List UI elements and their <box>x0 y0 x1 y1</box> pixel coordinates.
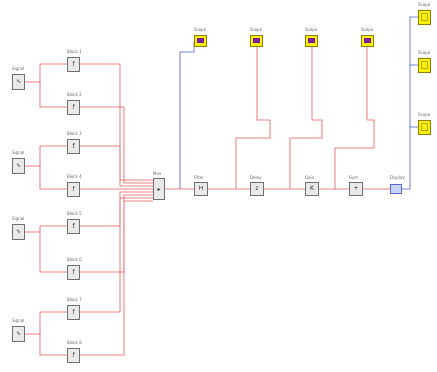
connection-lines <box>25 16 418 356</box>
stage1-label-3: Block 3 <box>67 131 82 136</box>
sine-wave-source-icon: ∿ <box>15 330 22 337</box>
source-wire <box>25 145 67 167</box>
yellow-scope-1[interactable] <box>418 10 431 25</box>
stage1-block-5[interactable]: f <box>67 219 80 234</box>
purple-scope-1[interactable] <box>194 35 207 47</box>
stage1-label-8: Block 8 <box>67 340 82 345</box>
chain-block-3[interactable]: K <box>305 182 319 196</box>
source-label-3: Signal <box>12 216 25 221</box>
mux-label: Mux <box>153 171 162 176</box>
source-block-1[interactable]: ∿ <box>12 74 25 90</box>
source-wire <box>25 63 67 83</box>
chain-label-2: Delay <box>250 175 262 180</box>
function-icon: f <box>72 268 75 276</box>
stage1-wire <box>80 194 153 273</box>
source-wire <box>39 334 67 356</box>
stage1-wire <box>80 197 153 313</box>
stage1-block-6[interactable]: f <box>67 265 80 280</box>
scope-screen-icon <box>421 123 428 131</box>
filter-icon: H <box>198 185 204 192</box>
scope-screen-icon <box>308 38 315 43</box>
function-icon: f <box>72 351 75 359</box>
scope-screen-icon <box>421 61 428 69</box>
yellow-scope-label-1: Scope <box>418 2 431 7</box>
source-wire <box>39 82 67 108</box>
source-label-4: Signal <box>12 318 25 323</box>
mux-block[interactable]: ▸ <box>153 178 165 200</box>
stage1-label-6: Block 6 <box>67 257 82 262</box>
source-wire <box>25 225 67 233</box>
stage1-wire <box>80 145 153 187</box>
stage1-wire <box>80 63 153 181</box>
purple-scope-4[interactable] <box>361 35 374 47</box>
yellow-scope-label-2: Scope <box>418 50 431 55</box>
function-icon: f <box>72 222 75 230</box>
purple-scope-label-3: Scope <box>305 27 318 32</box>
stage1-block-2[interactable]: f <box>67 100 80 115</box>
stage1-label-7: Block 7 <box>67 297 82 302</box>
scope-tap-wire <box>235 47 271 189</box>
stage1-block-1[interactable]: f <box>67 57 80 72</box>
function-icon: f <box>72 142 75 150</box>
source-block-4[interactable]: ∿ <box>12 326 25 342</box>
stage1-wire <box>80 191 153 227</box>
yellow-scope-3[interactable] <box>418 120 431 135</box>
purple-scope-label-2: Scope <box>250 27 263 32</box>
yellow-scope-label-3: Scope <box>418 112 431 117</box>
scope-tap-wire <box>334 47 375 189</box>
scope-screen-icon <box>421 13 428 21</box>
chain-block-2[interactable]: z <box>250 182 264 196</box>
source-label-1: Signal <box>12 66 25 71</box>
gain-icon: K <box>310 185 314 192</box>
chain-label-1: Filter <box>194 175 204 180</box>
stage1-label-2: Block 2 <box>67 92 82 97</box>
output-display-block[interactable] <box>390 184 402 194</box>
stage1-wire <box>80 106 153 184</box>
source-wire <box>25 311 67 335</box>
purple-scope-label-4: Scope <box>361 27 374 32</box>
stage1-label-5: Block 5 <box>67 211 82 216</box>
stage1-label-4: Block 4 <box>67 174 82 179</box>
mux-icon: ▸ <box>157 186 161 193</box>
function-icon: f <box>72 308 75 316</box>
scope-tap-wire <box>289 47 323 189</box>
scope-tap-wire <box>179 42 195 189</box>
source-wire <box>39 166 67 190</box>
sum-icon: + <box>353 185 359 192</box>
delay-icon: z <box>255 185 259 192</box>
chain-label-3: Gain <box>305 175 315 180</box>
stage1-block-7[interactable]: f <box>67 305 80 320</box>
sine-wave-source-icon: ∿ <box>15 78 22 85</box>
scope-screen-icon <box>197 38 204 43</box>
source-label-2: Signal <box>12 150 25 155</box>
stage1-block-3[interactable]: f <box>67 139 80 154</box>
purple-scope-label-1: Scope <box>194 27 207 32</box>
display-label: Display <box>390 175 405 180</box>
stage1-block-8[interactable]: f <box>67 348 80 363</box>
yellow-scope-2[interactable] <box>418 58 431 73</box>
stage1-label-1: Block 1 <box>67 49 82 54</box>
function-icon: f <box>72 60 75 68</box>
stage1-block-4[interactable]: f <box>67 182 80 197</box>
chain-label-4: Sum <box>349 175 358 180</box>
purple-scope-3[interactable] <box>305 35 318 47</box>
source-wire <box>39 232 67 273</box>
chain-block-4[interactable]: + <box>349 182 363 196</box>
function-icon: f <box>72 185 75 193</box>
stage1-wire <box>80 200 153 356</box>
scope-screen-icon <box>364 38 371 43</box>
sine-wave-source-icon: ∿ <box>15 228 22 235</box>
source-block-3[interactable]: ∿ <box>12 224 25 240</box>
chain-block-1[interactable]: H <box>194 182 208 196</box>
output-wire <box>402 16 418 190</box>
purple-scope-2[interactable] <box>250 35 263 47</box>
scope-screen-icon <box>253 38 260 43</box>
source-block-2[interactable]: ∿ <box>12 158 25 174</box>
sine-wave-source-icon: ∿ <box>15 162 22 169</box>
function-icon: f <box>72 103 75 111</box>
